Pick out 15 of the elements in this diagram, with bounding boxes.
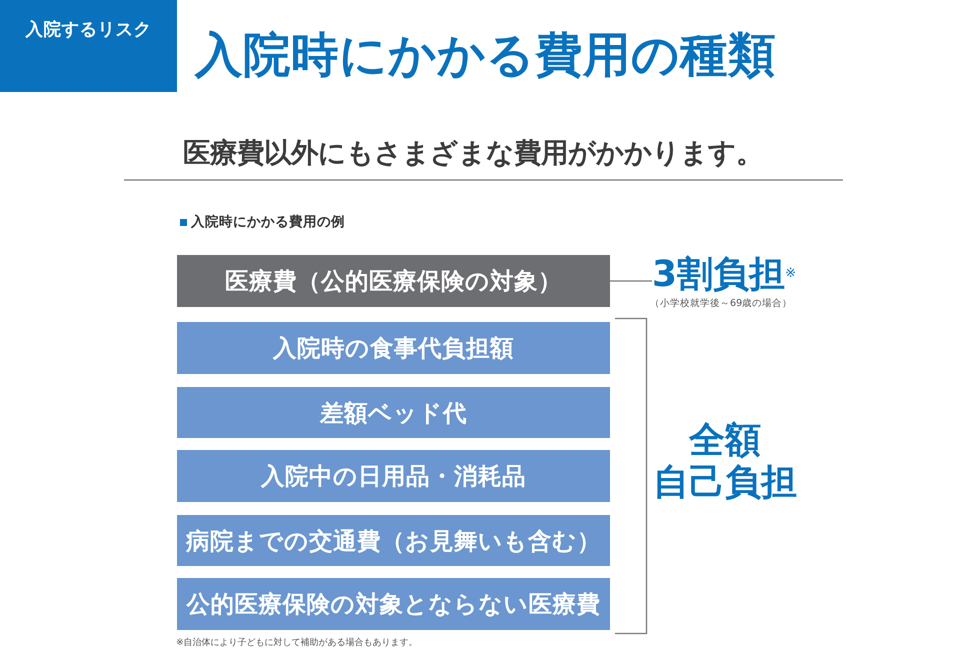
cost-bar: 入院中の日用品・消耗品 <box>177 450 610 502</box>
cost-bar: 差額ベッド代 <box>177 387 610 438</box>
highlight-text: 3割負担$^{※}$ <box>652 254 796 296</box>
cost-bar: 入院時の食事代負担額 <box>177 322 610 374</box>
highlight-text: 全額自己負担 <box>652 420 798 504</box>
cost-bar: 公的医療保険の対象とならない医療費 <box>177 578 610 630</box>
title: 入院時にかかる費用の種類 <box>195 28 776 84</box>
cost-bar: 病院までの交通費（お見舞いも含む） <box>177 515 610 566</box>
category-tag: 入院するリスク <box>0 0 177 92</box>
footnote: ※自治体により子どもに対して補助がある場合もあります。 <box>176 636 418 649</box>
note-text: （小学校就学後～69歳の場合） <box>650 297 792 310</box>
section-heading: 入院時にかかる費用の例 <box>191 213 345 231</box>
subtitle: 医療費以外にもさまざまな費用がかかります。 <box>183 137 763 171</box>
cost-bar: 医療費（公的医療保険の対象） <box>177 255 610 307</box>
connector-line <box>610 280 652 282</box>
